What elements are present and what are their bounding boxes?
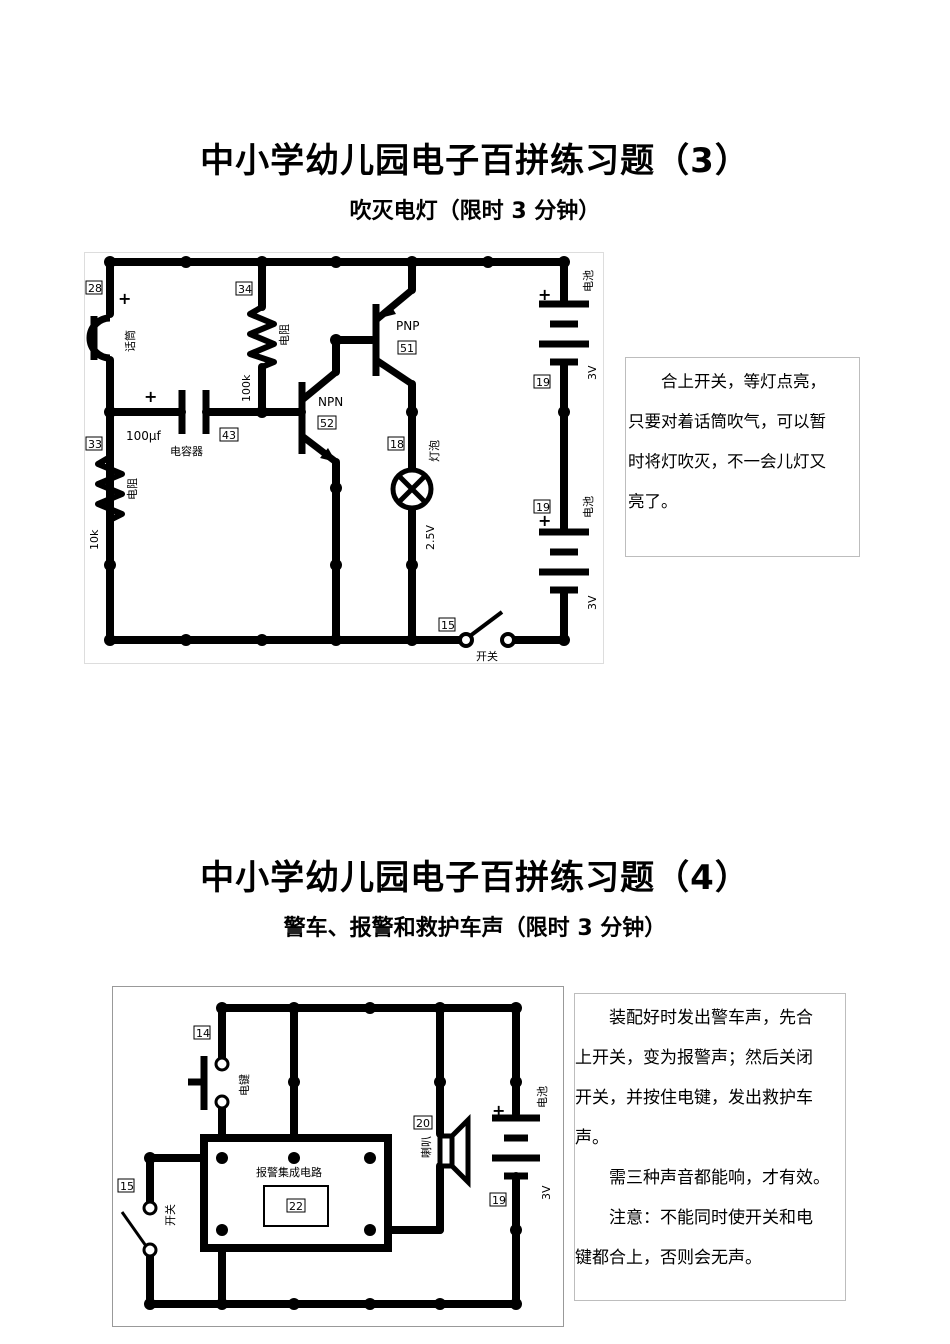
mic-number: 28 bbox=[88, 282, 102, 295]
switch-icon bbox=[120, 1200, 158, 1258]
capacitor-icon bbox=[178, 390, 210, 434]
key-icon bbox=[188, 1056, 208, 1110]
r2-value: 10k bbox=[88, 529, 101, 550]
battery-value: 3V bbox=[540, 1185, 553, 1200]
exercise4-subtitle: 警车、报警和救护车声（限时 3 分钟） bbox=[283, 916, 667, 941]
exercise4-description-line: 上开关，变为报警声；然后关闭 bbox=[575, 1048, 813, 1068]
cap-label: 电容器 bbox=[170, 444, 203, 458]
battery-icon bbox=[539, 300, 589, 366]
pnp-label: PNP bbox=[396, 319, 419, 333]
speaker-number: 20 bbox=[416, 1117, 430, 1130]
exercise3-description-line: 只要对着话筒吹气，可以暂 bbox=[628, 412, 826, 431]
pnp-transistor-icon bbox=[372, 287, 415, 387]
battery2-plus-sign: + bbox=[538, 511, 551, 530]
battery-plus-sign: + bbox=[538, 285, 551, 304]
exercise4-description-line: 声。 bbox=[575, 1128, 609, 1148]
lamp-value: 2.5V bbox=[424, 525, 437, 550]
ic-number: 22 bbox=[289, 1200, 303, 1213]
exercise4-circuit-diagram: 14 电键 报警集成电路 22 20 喇叭 + 电池 19 3V 15 开关 bbox=[112, 986, 564, 1328]
exercise3-description: 合上开关，等灯点亮， 只要对着话筒吹气，可以暂 时将灯吹灭，不一会儿灯又 亮了。 bbox=[625, 357, 860, 557]
exercise3-description-line: 时将灯吹灭，不一会儿灯又 bbox=[628, 452, 826, 471]
battery-label: 电池 bbox=[536, 1086, 549, 1108]
cap-number: 43 bbox=[222, 429, 236, 442]
battery-plus-sign: + bbox=[492, 1101, 505, 1120]
battery-icon bbox=[539, 528, 589, 594]
battery1-number: 19 bbox=[536, 376, 550, 389]
r2-label: 电阻 bbox=[126, 478, 139, 500]
battery1-label: 电池 bbox=[582, 270, 595, 292]
switch-number: 15 bbox=[441, 619, 455, 632]
r1-value: 100k bbox=[240, 374, 253, 402]
switch-label: 开关 bbox=[163, 1204, 177, 1226]
exercise3-circuit-diagram: 28 + 话筒 34 电阻 100k + 100μf 电容器 43 33 电阻 … bbox=[84, 252, 604, 664]
lamp-number: 18 bbox=[390, 438, 404, 451]
exercise4-description: 装配好时发出警车声，先合 上开关，变为报警声；然后关闭 开关，并按住电键，发出救… bbox=[574, 993, 846, 1301]
npn-number: 52 bbox=[320, 417, 334, 430]
cap-value: 100μf bbox=[126, 429, 162, 443]
exercise3-description-line: 合上开关，等灯点亮， bbox=[661, 372, 826, 391]
exercise3-title: 中小学幼儿园电子百拼练习题（3） bbox=[200, 141, 750, 181]
key-label: 电键 bbox=[237, 1074, 251, 1096]
resistor-icon bbox=[95, 454, 125, 523]
switch-label: 开关 bbox=[476, 649, 498, 663]
pnp-number: 51 bbox=[400, 342, 414, 355]
key-number: 14 bbox=[196, 1027, 210, 1040]
exercise3-subtitle: 吹灭电灯（限时 3 分钟） bbox=[349, 199, 601, 224]
battery-icon bbox=[492, 1114, 540, 1180]
switch-number: 15 bbox=[120, 1180, 134, 1193]
lamp-label: 灯泡 bbox=[427, 440, 441, 462]
exercise4-description-line: 需三种声音都能响，才有效。 bbox=[609, 1168, 830, 1188]
npn-label: NPN bbox=[318, 395, 343, 409]
speaker-icon bbox=[437, 1113, 471, 1189]
r1-label: 电阻 bbox=[278, 324, 291, 346]
ic-label: 报警集成电路 bbox=[256, 1165, 322, 1179]
battery2-number: 19 bbox=[536, 501, 550, 514]
switch-icon bbox=[458, 610, 516, 648]
battery2-label: 电池 bbox=[582, 496, 595, 518]
r1-number: 34 bbox=[238, 283, 252, 296]
battery-number: 19 bbox=[492, 1194, 506, 1207]
exercise4-title: 中小学幼儿园电子百拼练习题（4） bbox=[200, 858, 750, 898]
microphone-icon bbox=[86, 314, 111, 362]
mic-label: 话筒 bbox=[123, 330, 137, 352]
plus-sign: + bbox=[118, 289, 131, 308]
cap-plus-sign: + bbox=[144, 387, 157, 406]
exercise4-description-line: 注意：不能同时使开关和电 bbox=[609, 1208, 813, 1228]
battery2-value: 3V bbox=[586, 595, 599, 610]
resistor-icon bbox=[247, 304, 277, 370]
r2-number: 33 bbox=[88, 438, 102, 451]
speaker-label: 喇叭 bbox=[419, 1136, 433, 1158]
lamp-icon bbox=[390, 467, 434, 511]
exercise4-description-line: 开关，并按住电键，发出救护车 bbox=[575, 1088, 813, 1108]
battery1-value: 3V bbox=[586, 365, 599, 380]
exercise4-description-line: 键都合上，否则会无声。 bbox=[575, 1248, 762, 1268]
exercise3-description-line: 亮了。 bbox=[628, 492, 678, 511]
exercise4-description-line: 装配好时发出警车声，先合 bbox=[609, 1008, 813, 1028]
